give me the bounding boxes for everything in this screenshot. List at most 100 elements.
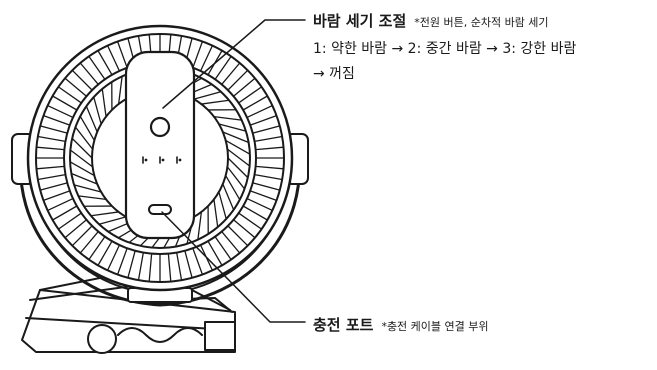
charging-port-note: *충전 케이블 연결 부위 [381, 320, 489, 333]
grill-blade-inner [69, 149, 94, 168]
grill-blade-inner [225, 174, 241, 201]
grill-spoke-outer [46, 104, 74, 119]
grill-blade-inner [85, 105, 98, 133]
grill-spoke-outer [37, 174, 67, 181]
grill-blade-inner [226, 166, 246, 190]
grill-spoke-outer [42, 114, 71, 126]
grill-spoke-outer [39, 182, 68, 191]
grill-blade-inner [218, 123, 247, 132]
wind-sequence-line1: 1: 약한 바람 → 2: 중간 바람 → 3: 강한 바람 [313, 41, 577, 57]
grill-spoke-outer [46, 197, 74, 212]
grill-blade-inner [79, 115, 95, 142]
grill-spoke-outer [254, 146, 285, 151]
speed-indicator-dots-icon [142, 156, 182, 164]
leader-line-port [161, 211, 306, 323]
charging-port-title: 충전 포트 [313, 316, 374, 334]
grill-blade-inner [218, 191, 227, 220]
grill-spoke-outer [88, 235, 106, 261]
grill-spoke-outer [137, 251, 144, 281]
grill-spoke-outer [51, 95, 78, 111]
grill-spoke-outer [39, 125, 68, 134]
grill-spoke-outer [249, 114, 278, 126]
grill-spoke-outer [192, 40, 204, 69]
grill-blade-inner [213, 198, 219, 228]
grill-spoke-outer [88, 55, 106, 81]
grill-spoke-outer [207, 240, 223, 267]
grill-spoke-outer [232, 219, 256, 239]
control-panel [124, 50, 196, 240]
usb-port-icon[interactable] [148, 204, 172, 215]
wind-control-note: *전원 버튼, 순차적 바람 세기 [414, 16, 549, 29]
clip-base [21, 267, 236, 354]
grill-blade-inner [227, 157, 249, 179]
grill-blade-inner [77, 195, 107, 201]
grill-blade-inner [90, 211, 120, 217]
grill-spoke-outer [116, 40, 128, 69]
grill-blade-inner [73, 184, 102, 193]
grill-spoke-outer [64, 219, 88, 239]
grill-spoke-outer [253, 135, 283, 142]
grill-spoke-outer [51, 205, 78, 221]
grill-spoke-outer [127, 250, 136, 279]
grill-spoke-outer [167, 252, 172, 283]
grill-spoke-outer [97, 240, 113, 267]
grill-spoke-outer [71, 69, 93, 91]
grill-spoke-outer [71, 225, 93, 247]
grill-spoke-outer [79, 62, 99, 86]
grill-blade-inner [222, 183, 235, 211]
grill-spoke-outer [232, 77, 256, 97]
grill-spoke-outer [184, 250, 193, 279]
grill-blade-inner [98, 216, 127, 225]
grill-spoke-outer [148, 252, 153, 283]
grill-blade-inner [69, 161, 95, 177]
grill-spoke-outer [214, 235, 232, 261]
grill-spoke-outer [97, 49, 113, 76]
grill-spoke-outer [57, 212, 83, 230]
grill-blade-inner [200, 99, 230, 105]
wind-sequence-line2: → 꺼짐 [313, 66, 355, 82]
grill-blade-inner [71, 137, 93, 159]
grill-spoke-outer [214, 55, 232, 81]
grill-spoke-outer [221, 62, 241, 86]
grill-spoke-outer [64, 77, 88, 97]
charging-port-callout: 충전 포트 *충전 케이블 연결 부위 [313, 314, 489, 335]
grill-blade-inner [197, 211, 203, 241]
grill-blade-inner [93, 96, 102, 125]
grill-blade-inner [117, 75, 123, 105]
grill-spoke-outer [176, 251, 183, 281]
grill-spoke-outer [237, 86, 263, 104]
grill-spoke-outer [192, 247, 204, 276]
grill-blade-inner [213, 115, 243, 121]
grill-blade-inner [222, 131, 250, 144]
grill-spoke-outer [227, 225, 249, 247]
grill-spoke-outer [35, 165, 66, 170]
grill-spoke-outer [253, 174, 283, 181]
grill-blade-inner [70, 172, 98, 185]
grill-blade-inner [74, 126, 94, 150]
grill-spoke-outer [237, 212, 263, 230]
grill-blade-inner [101, 88, 107, 118]
grill-spoke-outer [37, 135, 67, 142]
grill-spoke-outer [249, 190, 278, 202]
grill-spoke-outer [252, 125, 281, 134]
wind-control-title: 바람 세기 조절 [313, 12, 407, 30]
grill-spoke-outer [221, 230, 241, 254]
grill-spoke-outer [246, 197, 274, 212]
grill-spoke-outer [79, 230, 99, 254]
grill-blade-inner [193, 91, 222, 100]
grill-spoke-outer [106, 44, 121, 72]
grill-spoke-outer [246, 104, 274, 119]
grill-spoke-outer [242, 95, 269, 111]
grill-spoke-outer [254, 165, 285, 170]
grill-spoke-outer [227, 69, 249, 91]
power-button-icon[interactable] [149, 116, 171, 138]
grill-spoke-outer [199, 44, 214, 72]
grill-spoke-outer [116, 247, 128, 276]
grill-spoke-outer [106, 244, 121, 272]
leader-line-wind [162, 19, 306, 109]
grill-spoke-outer [252, 182, 281, 191]
grill-blade-inner [225, 139, 251, 155]
grill-spoke-outer [35, 146, 66, 151]
grill-spoke-outer [57, 86, 83, 104]
grill-blade-inner [226, 148, 251, 167]
